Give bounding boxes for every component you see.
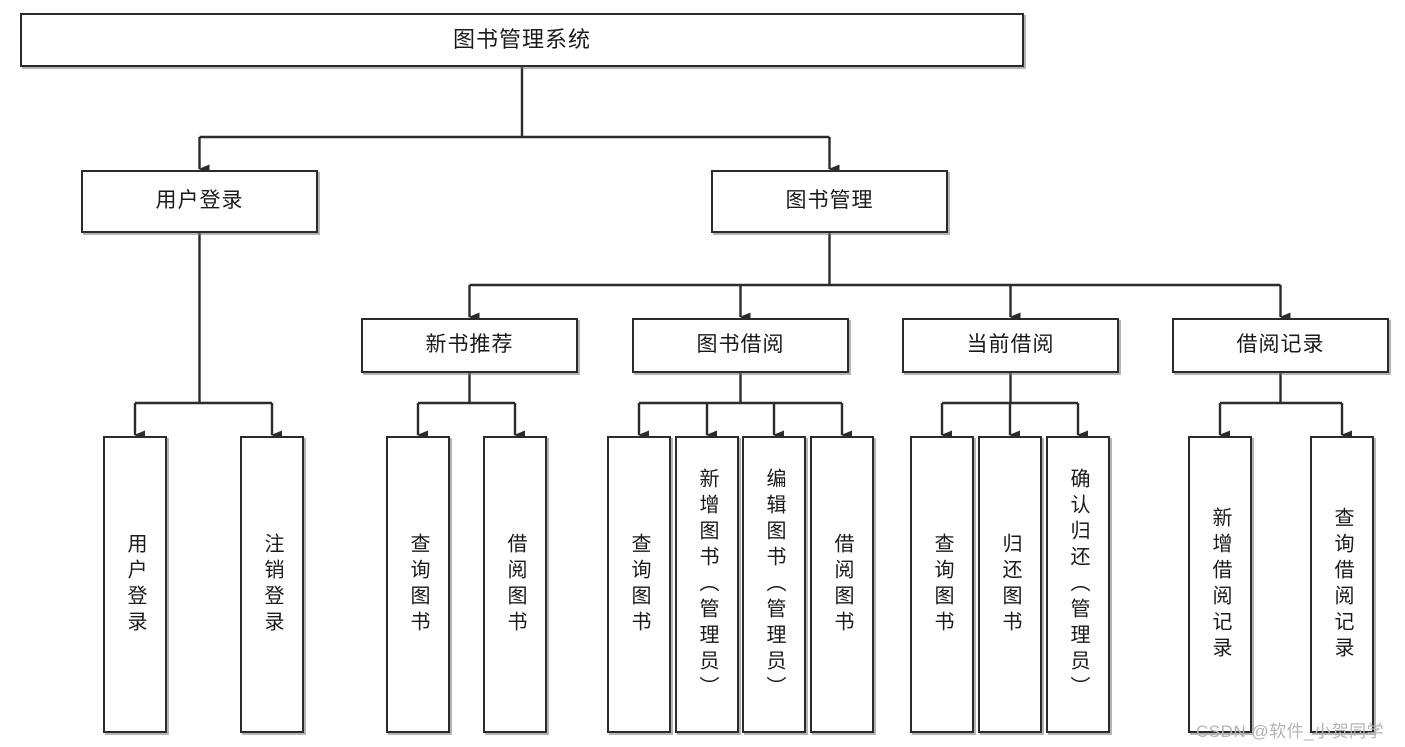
node-label: 用户登录	[124, 532, 146, 637]
node-book-manage[interactable]: 图书管理	[711, 170, 948, 233]
node-current-borrow[interactable]: 当前借阅	[902, 318, 1119, 373]
node-label: 编辑图书（管理员）	[763, 467, 785, 702]
node-label: 图书借阅	[696, 333, 785, 357]
node-leaf-logout[interactable]: 注销登录	[240, 436, 304, 733]
node-label: 当前借阅	[966, 333, 1055, 357]
node-label: 新增图书（管理员）	[696, 467, 718, 702]
node-label: 新书推荐	[425, 333, 514, 357]
node-label: 借阅图书	[504, 532, 526, 637]
node-leaf-confirm-return[interactable]: 确认归还（管理员）	[1046, 436, 1110, 733]
node-leaf-add-record[interactable]: 新增借阅记录	[1188, 436, 1252, 733]
node-leaf-borrow-book-2[interactable]: 借阅图书	[810, 436, 874, 733]
node-book-borrow[interactable]: 图书借阅	[632, 318, 849, 373]
node-label: 借阅记录	[1236, 333, 1325, 357]
node-label: 查询图书	[628, 532, 650, 637]
connector-lines	[133, 67, 1352, 440]
node-label: 注销登录	[261, 532, 283, 637]
node-label: 新增借阅记录	[1209, 506, 1231, 663]
node-label: 查询图书	[407, 532, 429, 637]
node-leaf-query-record[interactable]: 查询借阅记录	[1310, 436, 1374, 733]
node-label: 归还图书	[999, 532, 1021, 637]
node-label: 用户登录	[155, 189, 244, 213]
node-label: 借阅图书	[831, 532, 853, 637]
node-leaf-borrow-book-1[interactable]: 借阅图书	[483, 436, 547, 733]
node-label: 图书管理	[785, 189, 874, 213]
node-user-login[interactable]: 用户登录	[81, 170, 318, 233]
node-leaf-user-login[interactable]: 用户登录	[103, 436, 167, 733]
node-leaf-query-book-2[interactable]: 查询图书	[607, 436, 671, 733]
node-label: 图书管理系统	[452, 27, 591, 53]
node-root[interactable]: 图书管理系统	[20, 13, 1024, 67]
node-leaf-add-book[interactable]: 新增图书（管理员）	[675, 436, 739, 733]
node-label: 查询借阅记录	[1331, 506, 1353, 663]
node-leaf-edit-book[interactable]: 编辑图书（管理员）	[742, 436, 806, 733]
node-new-book-rec[interactable]: 新书推荐	[361, 318, 578, 373]
node-leaf-return-book[interactable]: 归还图书	[978, 436, 1042, 733]
node-borrow-record[interactable]: 借阅记录	[1172, 318, 1389, 373]
csdn-watermark: CSDN @软件_小贺同学	[1196, 722, 1385, 741]
node-leaf-query-book-3[interactable]: 查询图书	[910, 436, 974, 733]
node-label: 查询图书	[931, 532, 953, 637]
node-leaf-query-book-1[interactable]: 查询图书	[386, 436, 450, 733]
node-label: 确认归还（管理员）	[1067, 467, 1089, 702]
